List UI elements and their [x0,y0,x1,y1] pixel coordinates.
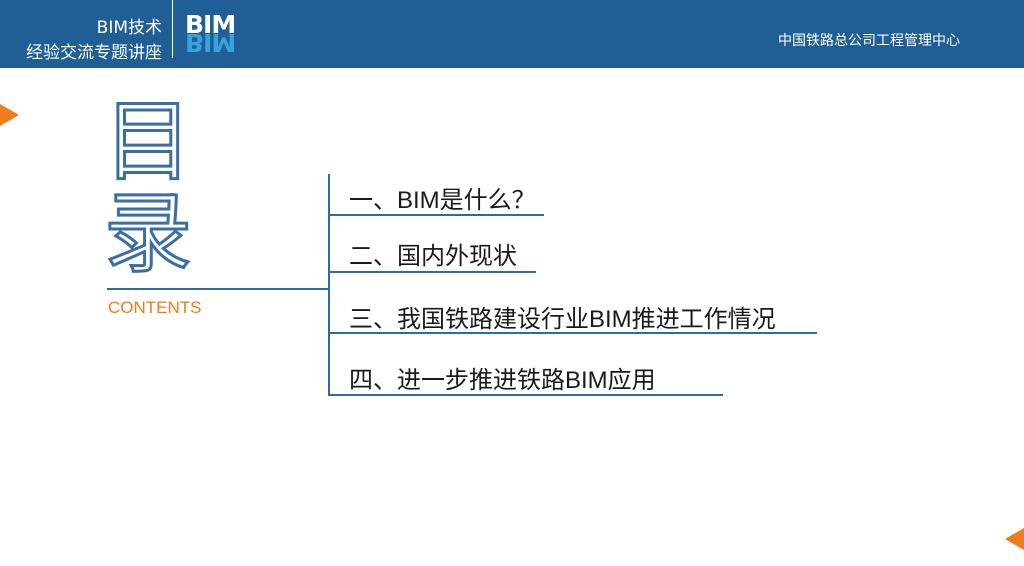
toc-item-1[interactable]: 一、BIM是什么？ [349,187,536,214]
contents-label: CONTENTS [108,298,202,317]
triangle-left-icon [1005,528,1024,550]
bim-logo: BIM BIM [185,10,236,57]
organization-name: 中国铁路总公司工程管理中心 [778,33,960,49]
toc-title-char-1: 目 [102,90,193,193]
toc-item-4-rule [329,394,723,396]
brand-title: BIM技术 [96,18,162,38]
toc-item-3-rule [329,332,817,334]
toc-vertical-rule [328,174,330,396]
toc-title-char-2: 录 [102,182,193,285]
brand-subtitle: 经验交流专题讲座 [26,43,162,63]
brand-divider [172,0,173,58]
toc-title: 目 录 [102,90,193,285]
triangle-right-icon [0,104,19,126]
toc-item-2[interactable]: 二、国内外现状 [349,243,517,270]
header-bar: BIM技术 经验交流专题讲座 BIM BIM 中国铁路总公司工程管理中心 [0,0,1024,68]
contents-divider [107,288,329,290]
logo-reflection: BIM [185,28,236,57]
toc-item-4[interactable]: 四、进一步推进铁路BIM应用 [349,367,656,394]
toc-item-3[interactable]: 三、我国铁路建设行业BIM推进工作情况 [349,306,776,333]
toc-item-2-rule [329,271,536,273]
logo-text: BIM [185,10,236,39]
toc-item-1-rule [329,214,544,216]
